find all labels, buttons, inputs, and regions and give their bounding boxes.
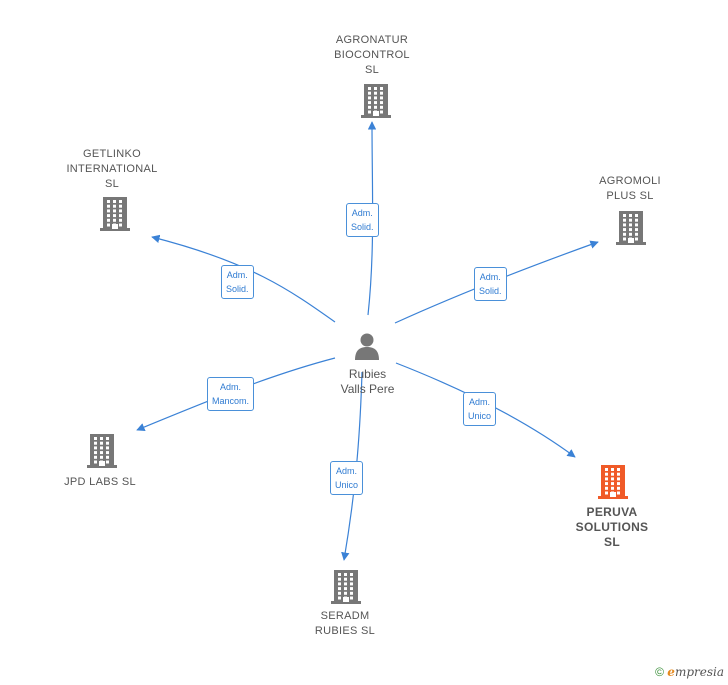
edge-label-jpd[interactable]: Adm. Mancom.: [207, 377, 255, 411]
company-label-line: PERUVA: [586, 505, 638, 519]
edge-label-line: Solid.: [479, 286, 502, 296]
edge-label-seradm[interactable]: Adm. Unico: [330, 461, 364, 495]
edge-label-peruva[interactable]: Adm. Unico: [463, 392, 497, 426]
company-label-getlinko[interactable]: GETLINKO INTERNATIONAL SL: [57, 147, 167, 192]
edge-label-line: Adm.: [220, 382, 242, 392]
edge-label-line: Mancom.: [212, 396, 250, 406]
copyright-symbol: ©: [655, 665, 664, 679]
company-label-line: AGRONATUR: [335, 34, 409, 46]
company-label-line: JPD LABS SL: [64, 476, 136, 488]
company-label-line: SOLUTIONS: [575, 520, 649, 534]
edge-label-line: Unico: [335, 480, 359, 490]
person-icon[interactable]: [352, 331, 382, 361]
company-label-line: RUBIES SL: [314, 625, 376, 637]
center-name-line-1: Rubies: [348, 367, 387, 381]
building-icon[interactable]: [597, 465, 629, 504]
edge-getlinko: [151, 234, 336, 323]
brand-logo: empresia: [667, 665, 724, 679]
edge-label-line: Adm.: [336, 466, 358, 476]
company-label-seradm[interactable]: SERADM RUBIES SL: [295, 609, 395, 639]
company-label-agromoli[interactable]: AGROMOLI PLUS SL: [585, 174, 675, 204]
company-label-line: PLUS SL: [606, 190, 654, 202]
company-label-jpd[interactable]: JPD LABS SL: [45, 475, 155, 490]
edge-label-getlinko[interactable]: Adm. Solid.: [221, 265, 254, 299]
edge-label-line: Solid.: [226, 284, 249, 294]
center-person-label[interactable]: Rubies Valls Pere: [320, 367, 415, 397]
edge-label-agronatur[interactable]: Adm. Solid.: [346, 203, 379, 237]
company-label-agronatur[interactable]: AGRONATUR BIOCONTROL SL: [322, 33, 422, 78]
edge-label-line: Solid.: [351, 222, 374, 232]
company-label-line: AGROMOLI: [599, 175, 661, 187]
edge-label-line: Adm.: [226, 270, 248, 280]
company-label-line: SL: [604, 535, 620, 549]
center-name-line-2: Valls Pere: [340, 382, 395, 396]
building-icon[interactable]: [360, 84, 392, 123]
company-label-line: GETLINKO: [82, 148, 142, 160]
edge-label-line: Unico: [468, 411, 492, 421]
edge-label-agromoli[interactable]: Adm. Solid.: [474, 267, 507, 301]
company-label-line: SL: [104, 178, 120, 190]
edge-label-line: Adm.: [351, 208, 373, 218]
footer-brand: © empresia: [655, 665, 724, 679]
building-icon[interactable]: [86, 434, 118, 473]
edge-label-line: Adm.: [479, 272, 501, 282]
building-icon[interactable]: [615, 211, 647, 250]
company-label-line: SERADM: [320, 610, 370, 622]
building-icon[interactable]: [99, 197, 131, 236]
company-label-line: INTERNATIONAL: [66, 163, 158, 175]
edge-label-line: Adm.: [469, 397, 491, 407]
company-label-line: BIOCONTROL: [334, 49, 410, 61]
building-icon[interactable]: [330, 570, 362, 609]
company-label-line: SL: [364, 64, 380, 76]
